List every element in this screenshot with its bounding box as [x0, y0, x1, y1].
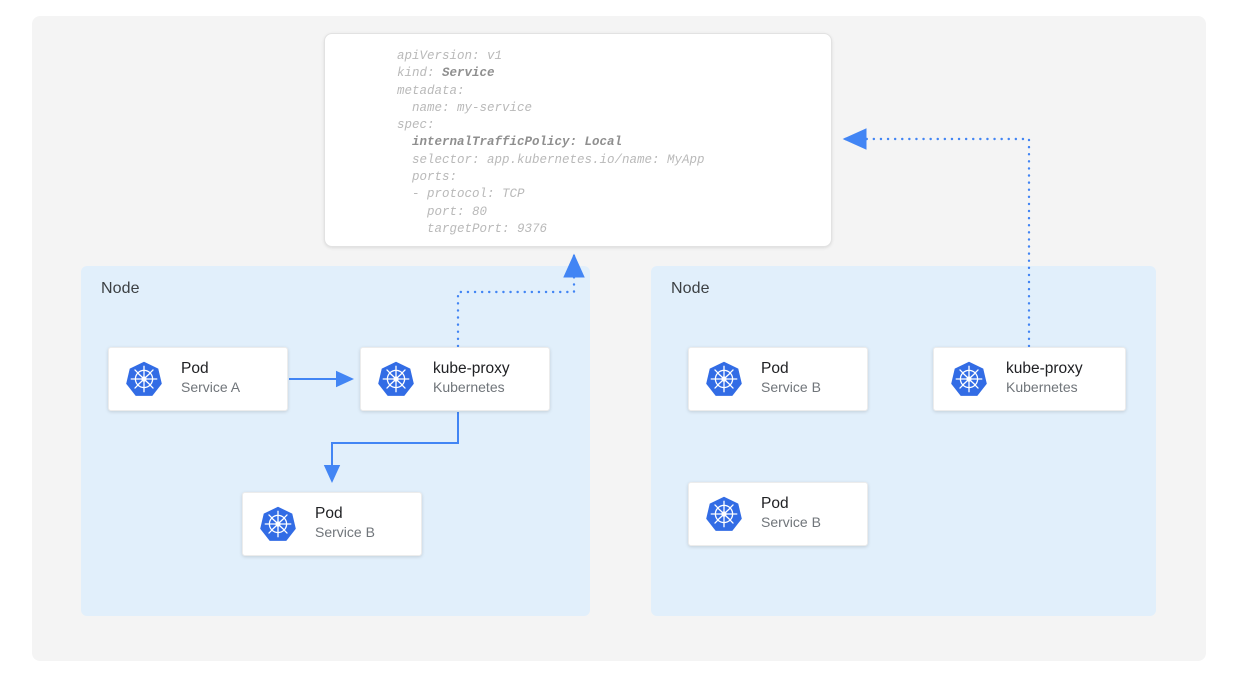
node-container-right: Node — [651, 266, 1156, 616]
manifest-line-6: selector: app.kubernetes.io/name: MyApp — [397, 152, 705, 167]
manifest-code: apiVersion: v1 kind: Service metadata: n… — [325, 48, 831, 238]
card-subtitle: Service A — [181, 379, 241, 395]
manifest-line-9: port: 80 — [397, 204, 488, 219]
card-title: kube-proxy — [433, 360, 510, 378]
kubernetes-logo-icon — [950, 360, 988, 398]
kubernetes-logo-icon — [259, 505, 297, 543]
card-text: Pod Service A — [181, 360, 240, 398]
kubernetes-logo-icon — [377, 360, 415, 398]
card-title: Pod — [761, 495, 789, 513]
manifest-line-0: apiVersion: v1 — [397, 49, 503, 63]
card-pod-service-a[interactable]: Pod Service A — [108, 347, 288, 411]
card-subtitle: Kubernetes — [1006, 379, 1078, 395]
kubernetes-logo-icon — [705, 495, 743, 533]
card-kube-proxy-right[interactable]: kube-proxy Kubernetes — [933, 347, 1126, 411]
manifest-line-4: spec: — [397, 118, 435, 133]
node-label-right: Node — [671, 280, 710, 297]
card-pod-service-b-remote-2[interactable]: Pod Service B — [688, 482, 868, 546]
manifest-line-1: kind: Service — [397, 66, 495, 81]
card-subtitle: Service B — [761, 514, 821, 530]
card-text: kube-proxy Kubernetes — [433, 360, 510, 398]
card-title: Pod — [181, 360, 209, 378]
manifest-line-7: ports: — [397, 170, 458, 185]
card-title: Pod — [315, 505, 343, 523]
manifest-line-10: targetPort: 9376 — [397, 221, 548, 236]
node-label-left: Node — [101, 280, 140, 297]
manifest-line-3: name: my-service — [397, 100, 533, 115]
manifest-line-5: internalTrafficPolicy: Local — [412, 135, 623, 150]
card-text: Pod Service B — [761, 495, 821, 533]
card-title: kube-proxy — [1006, 360, 1083, 378]
card-text: Pod Service B — [315, 505, 375, 543]
manifest-line-2: metadata: — [397, 83, 465, 98]
card-subtitle: Kubernetes — [433, 379, 505, 395]
manifest-line-8: - protocol: TCP — [397, 187, 525, 202]
node-container-left: Node — [81, 266, 590, 616]
card-subtitle: Service B — [315, 524, 375, 540]
card-pod-service-b-local[interactable]: Pod Service B — [242, 492, 422, 556]
card-text: Pod Service B — [761, 360, 821, 398]
kubernetes-logo-icon — [125, 360, 163, 398]
card-pod-service-b-remote-1[interactable]: Pod Service B — [688, 347, 868, 411]
card-kube-proxy-left[interactable]: kube-proxy Kubernetes — [360, 347, 550, 411]
card-text: kube-proxy Kubernetes — [1006, 360, 1083, 398]
card-subtitle: Service B — [761, 379, 821, 395]
kubernetes-logo-icon — [705, 360, 743, 398]
service-manifest-card: apiVersion: v1 kind: Service metadata: n… — [324, 33, 832, 247]
card-title: Pod — [761, 360, 789, 378]
